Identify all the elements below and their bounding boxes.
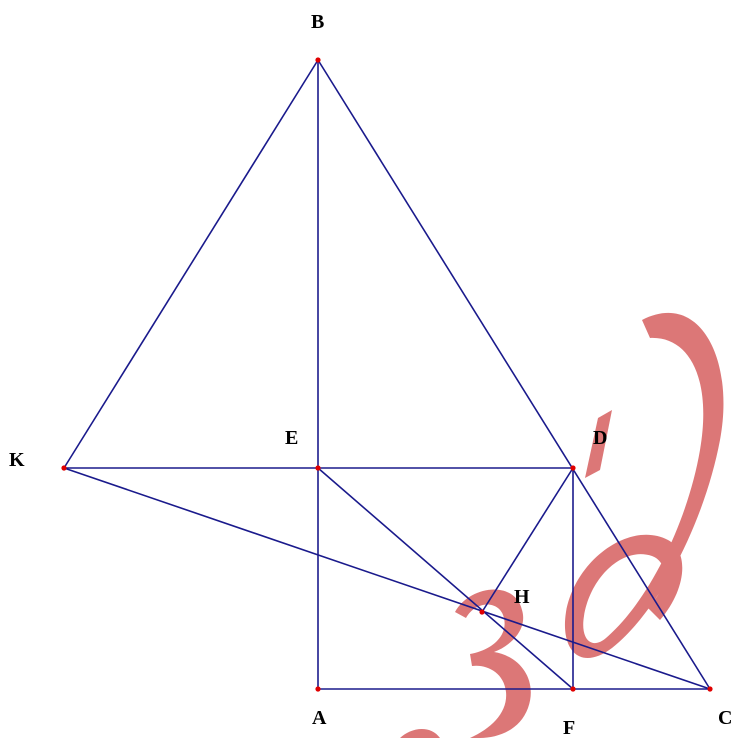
- point-k: [61, 465, 67, 471]
- watermark-stroke-slant: [585, 410, 612, 478]
- point-f: [570, 686, 576, 692]
- watermark-stroke-6: [564, 312, 724, 659]
- label-k: K: [9, 449, 25, 471]
- point-h: [479, 609, 485, 615]
- label-c: C: [718, 707, 732, 729]
- watermark-stroke-3: [455, 589, 531, 738]
- segment-dh: [481, 467, 574, 613]
- point-c: [707, 686, 713, 692]
- point-b: [315, 57, 321, 63]
- watermark-stroke-bottom: [400, 728, 440, 738]
- label-b: B: [311, 11, 324, 33]
- label-a: A: [312, 707, 327, 729]
- label-h: H: [514, 586, 530, 608]
- segment-kb: [63, 59, 319, 469]
- watermark-logo: [400, 312, 724, 738]
- points-layer: [61, 57, 713, 692]
- label-e: E: [285, 427, 298, 449]
- point-d: [570, 465, 576, 471]
- label-d: D: [593, 427, 607, 449]
- labels-layer: A B C D E F H K: [9, 11, 732, 738]
- label-f: F: [563, 717, 575, 738]
- segments-layer: [63, 59, 711, 690]
- segment-bc: [317, 59, 711, 690]
- point-a: [315, 686, 321, 692]
- segment-ef: [317, 467, 574, 690]
- segment-kc: [63, 467, 711, 690]
- point-e: [315, 465, 321, 471]
